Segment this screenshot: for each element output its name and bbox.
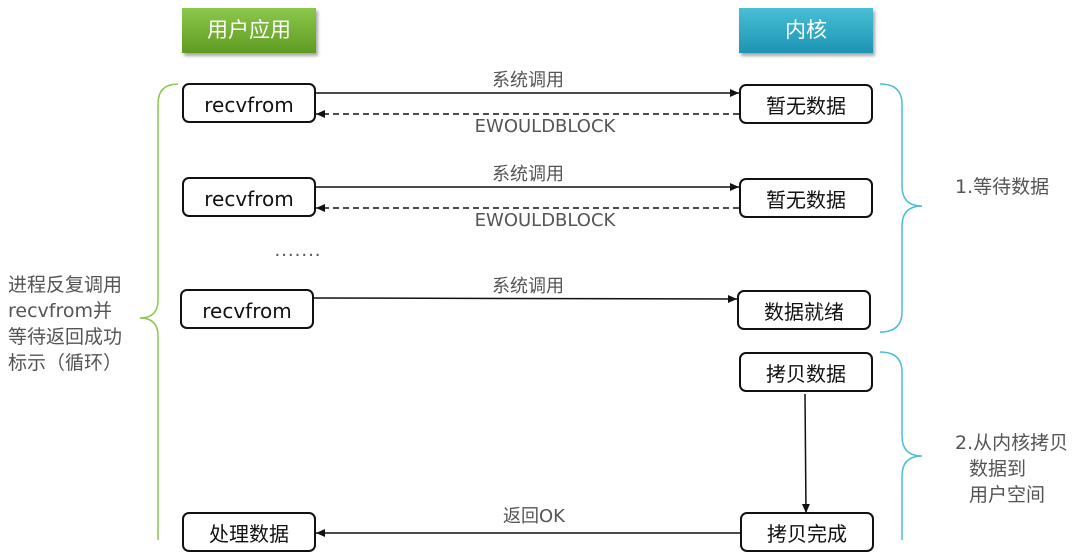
left-brace: [139, 83, 179, 540]
wait-brace: [879, 83, 923, 333]
recvfrom-box-1: recvfrom: [182, 83, 316, 123]
copy-data-box: 拷贝数据: [739, 352, 873, 392]
left-note-line3: 等待返回成功: [8, 326, 123, 348]
flow-arrows: [139, 83, 923, 540]
reply-label-1: EWOULDBLOCK: [474, 116, 616, 137]
left-note-line2: recvfrom并: [8, 300, 112, 322]
recvfrom-box-3: recvfrom: [180, 289, 314, 329]
copy-arrow: [801, 393, 810, 514]
recvfrom-box-2: recvfrom: [182, 177, 316, 217]
phase-copy-line3: 用户空间: [969, 484, 1046, 506]
no-data-box-2: 暂无数据: [739, 178, 873, 218]
no-data-box-1: 暂无数据: [739, 84, 873, 124]
data-ready-box: 数据就绪: [737, 290, 871, 330]
left-note: 进程反复调用 recvfrom并 等待返回成功 标示（循环）: [8, 272, 122, 376]
return-ok-label: 返回OK: [503, 506, 565, 527]
process-data-box: 处理数据: [182, 512, 316, 552]
header-user-app: 用户应用: [182, 8, 316, 53]
phase-copy-line1: 2.从内核拷贝: [955, 432, 1069, 454]
left-note-line4: 标示（循环）: [8, 352, 123, 374]
left-note-line1: 进程反复调用: [8, 274, 123, 296]
ellipsis: .......: [274, 240, 322, 261]
copy-brace: [879, 351, 923, 540]
call-label-2: 系统调用: [492, 164, 564, 185]
call-label-3: 系统调用: [492, 276, 564, 297]
copy-done-box: 拷贝完成: [740, 512, 874, 552]
header-kernel: 内核: [739, 8, 873, 53]
call-label-1: 系统调用: [492, 70, 564, 91]
call-arrow-3: [313, 294, 738, 303]
phase-copy-label: 2.从内核拷贝 数据到 用户空间: [955, 430, 1068, 508]
reply-label-2: EWOULDBLOCK: [474, 210, 616, 231]
phase-copy-line2: 数据到: [969, 458, 1027, 480]
phase-wait-label: 1.等待数据: [955, 176, 1050, 198]
